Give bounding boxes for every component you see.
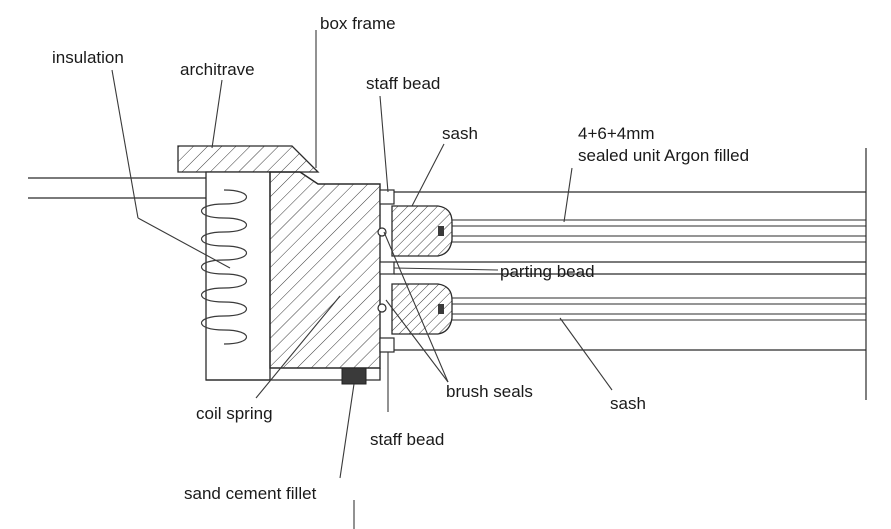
label-architrave: architrave: [180, 60, 255, 79]
sand-cement-fillet-shape: [341, 367, 367, 385]
parting-bead-shape: [379, 261, 395, 275]
label-sand-cement-fillet: sand cement fillet: [184, 484, 317, 503]
wall-lining: [28, 177, 206, 199]
label-coil-spring: coil spring: [196, 404, 273, 423]
label-glazing-line2: sealed unit Argon filled: [578, 146, 750, 165]
staff-bead-top-shape: [379, 189, 395, 205]
label-parting-bead: parting bead: [500, 262, 595, 281]
leader-lines: [111, 30, 613, 529]
label-insulation: insulation: [52, 48, 124, 67]
glazing-lower: [452, 297, 866, 321]
insulation-squiggle: [201, 189, 247, 345]
insulation-cavity: [205, 171, 271, 381]
staff-bead-bottom-shape: [379, 337, 395, 353]
label-glazing-line1: 4+6+4mm: [578, 124, 655, 143]
box-frame-shape: [269, 171, 381, 369]
label-box-frame: box frame: [320, 14, 396, 33]
glazing-upper: [452, 219, 866, 243]
reveal-outline: [206, 368, 381, 381]
upper-sash-shape: [391, 205, 453, 257]
label-staff-bead-bottom: staff bead: [370, 430, 445, 449]
label-sash-top: sash: [442, 124, 478, 143]
frame-guide-lines: [394, 148, 867, 400]
label-brush-seals: brush seals: [446, 382, 533, 401]
spacer-lower: [438, 304, 444, 314]
brush-seal-circles: [377, 227, 387, 313]
lower-sash-shape: [391, 283, 453, 335]
architrave-shape: [177, 145, 320, 173]
label-sash-bottom: sash: [610, 394, 646, 413]
label-staff-bead-top: staff bead: [366, 74, 441, 93]
spacer-upper: [438, 226, 444, 236]
